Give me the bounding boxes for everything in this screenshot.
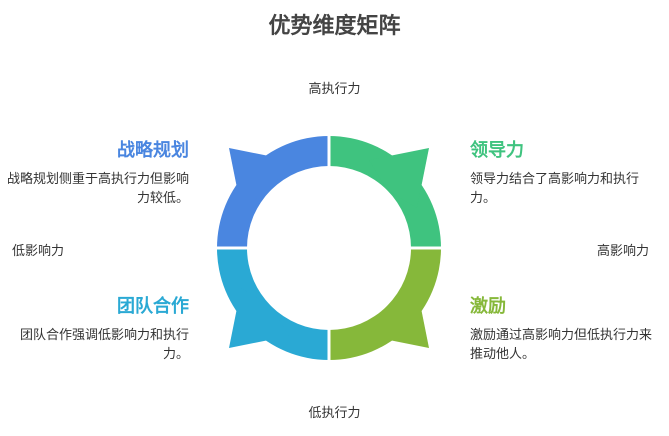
quadrant-ring: [215, 134, 443, 362]
axis-label-left: 低影响力: [12, 244, 65, 259]
quadrant-title-strategy: 战略规划: [117, 140, 189, 161]
quadrant-desc-strategy: 战略规划侧重于高执行力但影响力较低。: [6, 172, 189, 206]
quadrant-title-leadership: 领导力: [470, 140, 524, 161]
axis-label-bottom: 低执行力: [308, 406, 361, 421]
ring-segment-teamwork: [217, 248, 329, 360]
diagram-title: 优势维度矩阵: [268, 14, 401, 39]
ring-segment-motivation: [329, 248, 441, 360]
quadrant-title-motivation: 激励: [470, 296, 506, 317]
quadrant-desc-leadership: 领导力结合了高影响力和执行力。: [470, 172, 640, 206]
quadrant-title-teamwork: 团队合作: [117, 296, 189, 317]
ring-segment-strategy: [217, 136, 329, 248]
quadrant-desc-teamwork: 团队合作强调低影响力和执行力。: [19, 328, 189, 362]
axis-label-top: 高执行力: [308, 82, 361, 97]
ring-segment-leadership: [329, 136, 441, 248]
axis-label-right: 高影响力: [596, 244, 649, 259]
quadrant-desc-motivation: 激励通过高影响力但低执行力来推动他人。: [470, 328, 653, 362]
